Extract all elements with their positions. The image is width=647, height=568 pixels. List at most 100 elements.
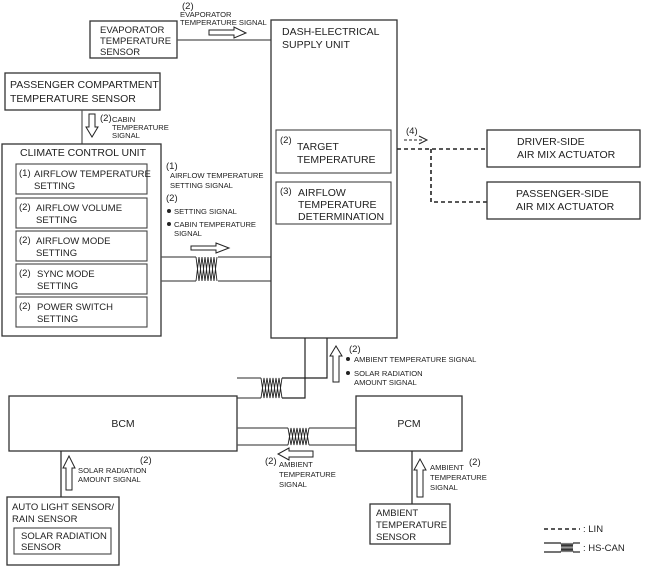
ccu-signal-num-1: (1) (166, 161, 178, 172)
bullet-icon (346, 371, 350, 375)
pcm-bcm-signal-line-1: AMBIENT (279, 460, 313, 469)
ccu-item-num: (2) (19, 235, 31, 246)
solar-sensor-line-2: SENSOR (21, 542, 61, 553)
bullet-icon (167, 209, 171, 213)
twisted-pair-icon (195, 256, 218, 282)
airflow-det-line-1: AIRFLOW (298, 187, 346, 199)
dash-down-signals-label: (2) AMBIENT TEMPERATURE SIGNAL SOLAR RAD… (346, 344, 476, 387)
dash-unit-line-2: SUPPLY UNIT (282, 39, 350, 51)
lin-label-num: (4) (406, 126, 418, 137)
cabin-signal-arrow-icon (85, 113, 99, 138)
ccu-signal-1-line-2: SETTING SIGNAL (170, 181, 233, 190)
bcm: BCM (8, 395, 238, 452)
auto-light-line-2: RAIN SENSOR (12, 514, 78, 525)
climate-control-unit: CLIMATE CONTROL UNIT (1) AIRFLOW TEMPERA… (1, 143, 162, 337)
dash-electrical-supply-unit: DASH-ELECTRICAL SUPPLY UNIT (2) TARGET T… (270, 19, 398, 339)
ccu-item-line-1: AIRFLOW VOLUME (36, 203, 122, 214)
solar-radiation-sensor: SOLAR RADIATION SENSOR (13, 527, 112, 555)
target-temp-line-2: TEMPERATURE (297, 154, 376, 166)
ccu-item-line-1: POWER SWITCH (37, 302, 113, 313)
evaporator-temperature-sensor: EVAPORATOR TEMPERATURE SENSOR (89, 20, 178, 59)
ccu-item-power-switch: (2) POWER SWITCH SETTING (15, 296, 148, 328)
pcm-bcm-signal-line-2: TEMPERATURE (279, 470, 336, 479)
bullet-icon (346, 357, 350, 361)
ambient-signal-line-1: AMBIENT (430, 463, 464, 472)
solar-sensor-line-1: SOLAR RADIATION (21, 531, 107, 542)
ccu-item-line-2: SETTING (36, 248, 77, 259)
ccu-item-line-1: AIRFLOW MODE (36, 236, 110, 247)
cabin-signal-line-2: TEMPERATURE (112, 123, 169, 132)
lin-network: (4) (397, 126, 487, 203)
auto-light-line-1: AUTO LIGHT SENSOR/ (12, 502, 114, 513)
ambient-signal-line-2: TEMPERATURE (430, 473, 487, 482)
pcm-bcm-signal-line-3: SIGNAL (279, 480, 307, 489)
passenger-compartment-sensor: PASSENGER COMPARTMENT TEMPERATURE SENSOR (4, 72, 161, 111)
ccu-item-airflow-temperature: (1) AIRFLOW TEMPERATURE SETTING (15, 163, 151, 195)
airflow-temperature-determination-block: (3) AIRFLOW TEMPERATURE DETERMINATION (275, 181, 392, 225)
dash-up-signal-arrow-icon (329, 345, 343, 383)
hscan-legend-symbol (544, 542, 580, 553)
ccu-item-num: (2) (19, 301, 31, 312)
pcm-bcm-signal-num: (2) (265, 456, 277, 467)
ccu-item-line-2: SETTING (37, 281, 78, 292)
ambient-signal-arrow-icon (413, 457, 427, 498)
evaporator-sensor-line-3: SENSOR (100, 47, 140, 58)
ccu-item-airflow-mode: (2) AIRFLOW MODE SETTING (15, 230, 148, 262)
legend: : LIN : HS-CAN (544, 524, 625, 554)
evaporator-signal-line-2: TEMPERATURE SIGNAL (180, 18, 267, 27)
solar-signal-arrow-icon (62, 454, 76, 491)
solar-signal-label: (2) SOLAR RADIATION AMOUNT SIGNAL (78, 455, 152, 484)
cabin-signal-num: (2) (100, 113, 112, 124)
ccu-item-line-1: AIRFLOW TEMPERATURE (34, 169, 151, 180)
legend-hscan-label: : HS-CAN (583, 543, 625, 554)
twisted-pair-icon (260, 377, 283, 399)
evaporator-signal-line-1: EVAPORATOR (180, 10, 232, 19)
ccu-item-num: (1) (19, 168, 31, 179)
target-temperature-block: (2) TARGET TEMPERATURE (275, 129, 392, 174)
evaporator-sensor-line-1: EVAPORATOR (100, 25, 165, 36)
ccu-signal-1-line-1: AIRFLOW TEMPERATURE (170, 171, 263, 180)
twisted-pair-icon (560, 542, 574, 553)
pcm-label: PCM (397, 418, 420, 430)
bcm-pcm-hscan-link (237, 427, 356, 446)
ccu-signal-bullet-2-line-1: CABIN TEMPERATURE (174, 220, 256, 229)
target-temp-num: (2) (280, 135, 292, 146)
ambient-sensor-line-3: SENSOR (376, 532, 416, 543)
driver-actuator-line-1: DRIVER-SIDE (517, 136, 585, 148)
dash-bcm-hscan-link (237, 338, 328, 399)
pcm-bcm-signal-arrow-icon (276, 447, 314, 461)
ccu-item-sync-mode: (2) SYNC MODE SETTING (15, 263, 148, 295)
evaporator-signal-arrow-icon (208, 26, 248, 39)
ccu-item-line-2: SETTING (37, 314, 78, 325)
driver-side-air-mix-actuator: DRIVER-SIDE AIR MIX ACTUATOR (486, 129, 641, 168)
ambient-signal-line-3: SIGNAL (430, 483, 458, 492)
pcm: PCM (355, 395, 463, 452)
airflow-det-num: (3) (280, 186, 292, 197)
ccu-signal-bullet-2-line-2: SIGNAL (174, 229, 202, 238)
ccu-item-airflow-volume: (2) AIRFLOW VOLUME SETTING (15, 197, 148, 229)
ccu-signal-arrow-icon (190, 242, 231, 254)
cabin-signal-line-1: CABIN (112, 115, 135, 124)
evaporator-signal-num: (2) (182, 1, 194, 12)
ambient-temperature-sensor: AMBIENT TEMPERATURE SENSOR (369, 503, 451, 545)
legend-lin-label: : LIN (583, 524, 603, 535)
dash-signal-bullet-2-line-1: SOLAR RADIATION (354, 369, 423, 378)
passenger-actuator-line-2: AIR MIX ACTUATOR (516, 201, 615, 213)
ccu-signal-num-2: (2) (166, 193, 178, 204)
airflow-det-line-2: TEMPERATURE (298, 199, 377, 211)
ccu-item-num: (2) (19, 268, 31, 279)
target-temp-line-1: TARGET (297, 141, 339, 153)
ccu-signal-bullet-1: SETTING SIGNAL (174, 207, 237, 216)
ccu-dash-hscan-link (161, 256, 271, 282)
passenger-actuator-line-1: PASSENGER-SIDE (516, 188, 609, 200)
ccu-item-line-2: SETTING (36, 215, 77, 226)
ccu-signals-label: (1) AIRFLOW TEMPERATURE SETTING SIGNAL (… (166, 161, 263, 238)
dash-signal-bullet-2-line-2: AMOUNT SIGNAL (354, 378, 417, 387)
driver-actuator-line-2: AIR MIX ACTUATOR (517, 149, 616, 161)
lin-arrow-icon (418, 135, 429, 145)
twisted-pair-icon (287, 427, 310, 446)
dash-unit-line-1: DASH-ELECTRICAL (282, 26, 380, 38)
bullet-icon (167, 222, 171, 226)
cabin-signal-label: (2) CABIN TEMPERATURE SIGNAL (100, 113, 169, 140)
